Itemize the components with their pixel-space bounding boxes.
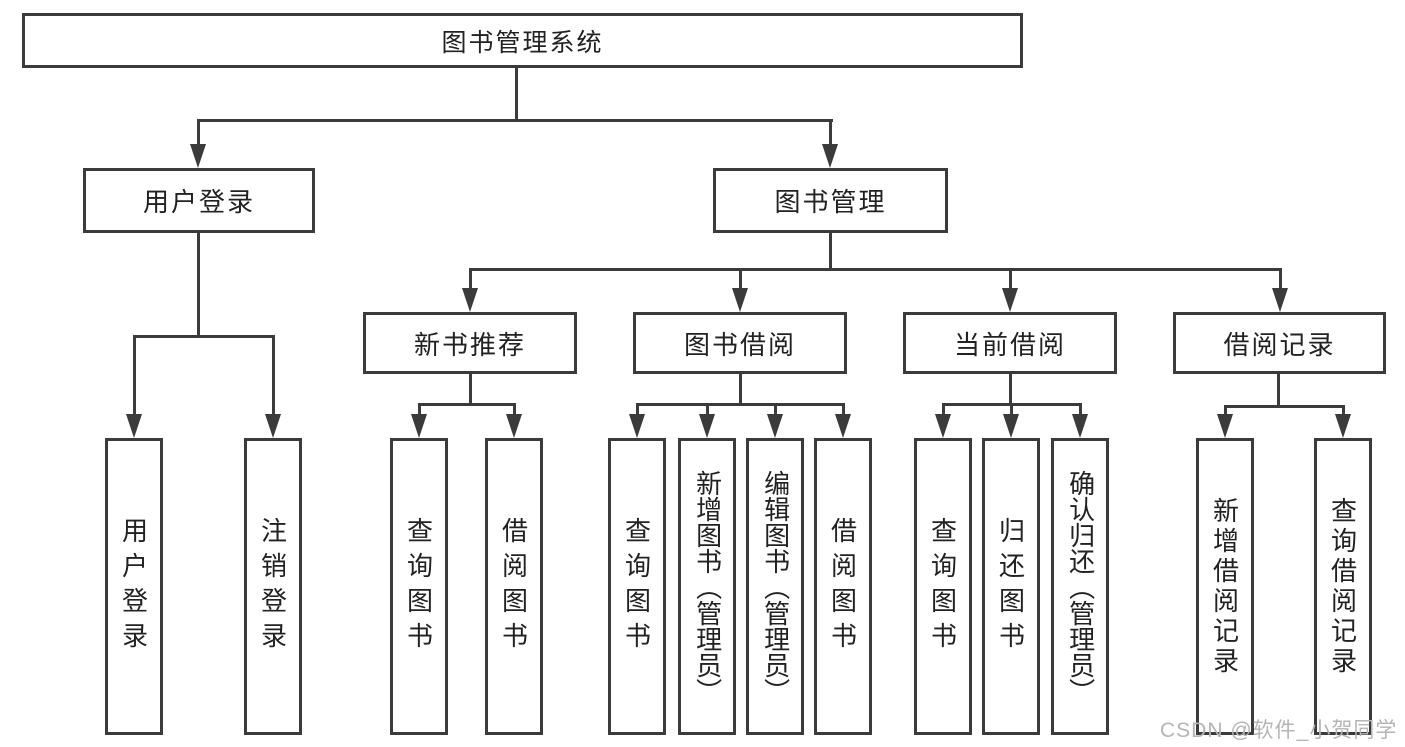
node-user-login-label: 用户登录 <box>142 187 255 217</box>
arrowhead-nb-query <box>411 414 427 438</box>
leaf-cb-query-books: 查询图书 <box>914 438 972 735</box>
leaf-user-login: 用户登录 <box>105 438 163 735</box>
connector-drop-nb-borrow <box>513 403 516 415</box>
arrowhead-cb-confirm <box>1072 414 1088 438</box>
leaf-cb-confirm-return-admin-label: 确认归还（管理员） <box>1065 469 1096 704</box>
leaf-nb-query-books-label: 查询图书 <box>403 516 434 657</box>
node-current-borrowing-label: 当前借阅 <box>953 329 1066 360</box>
arrowhead-bb-borrow <box>835 414 851 438</box>
leaf-logout-label: 注销登录 <box>257 516 288 657</box>
leaf-nb-query-books: 查询图书 <box>390 438 448 735</box>
arrowhead-leaf-logout <box>265 414 281 438</box>
leaf-cb-return-books-label: 归还图书 <box>995 516 1026 657</box>
leaf-nb-borrow-books-label: 借阅图书 <box>498 516 529 657</box>
arrowhead-br-add <box>1217 414 1233 438</box>
leaf-cb-return-books: 归还图书 <box>982 438 1040 735</box>
connector-drop-leaf-logout <box>272 335 275 415</box>
node-user-login: 用户登录 <box>83 168 315 233</box>
connector-drop-borrow-records <box>1279 268 1282 290</box>
arrowhead-borrow-records <box>1272 288 1288 312</box>
node-current-borrowing: 当前借阅 <box>903 312 1117 374</box>
connector-drop-bb-query <box>636 403 639 415</box>
leaf-user-login-label: 用户登录 <box>118 516 149 657</box>
arrowhead-book-borrow <box>732 288 748 312</box>
arrowhead-current-borrow <box>1002 288 1018 312</box>
leaf-bb-query-books: 查询图书 <box>608 438 666 735</box>
arrowhead-book-management <box>822 144 838 168</box>
leaf-bb-query-books-label: 查询图书 <box>621 516 652 657</box>
node-book-borrowing: 图书借阅 <box>633 312 847 374</box>
connector-level3-bar <box>469 268 1282 271</box>
leaf-bb-edit-books-admin-label: 编辑图书（管理员） <box>760 469 791 704</box>
connector-level2-bar <box>197 119 833 122</box>
leaf-cb-query-books-label: 查询图书 <box>927 516 958 657</box>
arrowhead-cb-return <box>1003 414 1019 438</box>
connector-drop-br-query <box>1342 405 1345 415</box>
node-borrowing-records-label: 借阅记录 <box>1223 329 1336 360</box>
leaf-br-query-record: 查询借阅记录 <box>1314 438 1372 735</box>
connector-drop-leaf-user-login <box>133 335 136 415</box>
node-borrowing-records: 借阅记录 <box>1173 312 1386 374</box>
connector-drop-current-borrow <box>1009 268 1012 290</box>
leaf-cb-confirm-return-admin: 确认归还（管理员） <box>1051 438 1109 735</box>
arrowhead-bb-add <box>699 414 715 438</box>
connector-new-books-bar <box>418 403 516 406</box>
arrowhead-cb-query <box>935 414 951 438</box>
watermark-csdn: CSDN @软件_小贺同学 <box>1160 719 1398 742</box>
connector-drop-bb-add <box>706 403 709 415</box>
node-new-book-recommendation-label: 新书推荐 <box>413 329 526 360</box>
connector-drop-bb-edit <box>774 403 777 415</box>
connector-drop-cb-query <box>942 403 945 415</box>
connector-root-stem <box>515 68 518 121</box>
connector-book-borrow-stem <box>739 374 742 405</box>
connector-drop-user-login <box>197 119 200 145</box>
leaf-br-add-record: 新增借阅记录 <box>1196 438 1254 735</box>
connector-drop-nb-query <box>418 403 421 415</box>
leaf-br-query-record-label: 查询借阅记录 <box>1327 496 1358 677</box>
node-book-borrowing-label: 图书借阅 <box>683 329 796 360</box>
connector-drop-cb-confirm <box>1079 403 1082 415</box>
connector-drop-br-add <box>1224 405 1227 415</box>
connector-drop-cb-return <box>1010 403 1013 415</box>
leaf-bb-edit-books-admin: 编辑图书（管理员） <box>746 438 804 735</box>
arrowhead-br-query <box>1335 414 1351 438</box>
connector-current-borrow-stem <box>1009 374 1012 405</box>
leaf-br-add-record-label: 新增借阅记录 <box>1209 496 1240 677</box>
connector-user-login-bar <box>133 335 275 338</box>
arrowhead-user-login <box>190 144 206 168</box>
leaf-logout: 注销登录 <box>244 438 302 735</box>
arrowhead-bb-edit <box>767 414 783 438</box>
leaf-nb-borrow-books: 借阅图书 <box>485 438 543 735</box>
connector-drop-bb-borrow <box>842 403 845 415</box>
node-new-book-recommendation: 新书推荐 <box>363 312 577 374</box>
connector-borrow-records-stem <box>1277 374 1280 407</box>
connector-drop-book-management <box>829 119 832 145</box>
connector-new-books-stem <box>469 374 472 405</box>
node-library-management-system-label: 图书管理系统 <box>441 28 604 57</box>
node-library-management-system: 图书管理系统 <box>22 13 1023 68</box>
node-book-management: 图书管理 <box>713 168 948 233</box>
connector-drop-book-borrow <box>739 268 742 290</box>
arrowhead-nb-borrow <box>506 414 522 438</box>
node-book-management-label: 图书管理 <box>774 187 887 217</box>
connector-user-login-stem <box>197 233 200 337</box>
connector-drop-new-books <box>469 268 472 290</box>
leaf-bb-add-books-admin-label: 新增图书（管理员） <box>692 469 723 704</box>
connector-borrow-records-bar <box>1224 405 1345 408</box>
connector-book-management-stem <box>829 233 832 270</box>
connector-book-borrow-bar <box>636 403 845 406</box>
arrowhead-bb-query <box>629 414 645 438</box>
arrowhead-new-books <box>462 288 478 312</box>
leaf-bb-borrow-books-label: 借阅图书 <box>827 516 858 657</box>
leaf-bb-add-books-admin: 新增图书（管理员） <box>678 438 736 735</box>
leaf-bb-borrow-books: 借阅图书 <box>814 438 872 735</box>
arrowhead-leaf-user-login <box>126 414 142 438</box>
